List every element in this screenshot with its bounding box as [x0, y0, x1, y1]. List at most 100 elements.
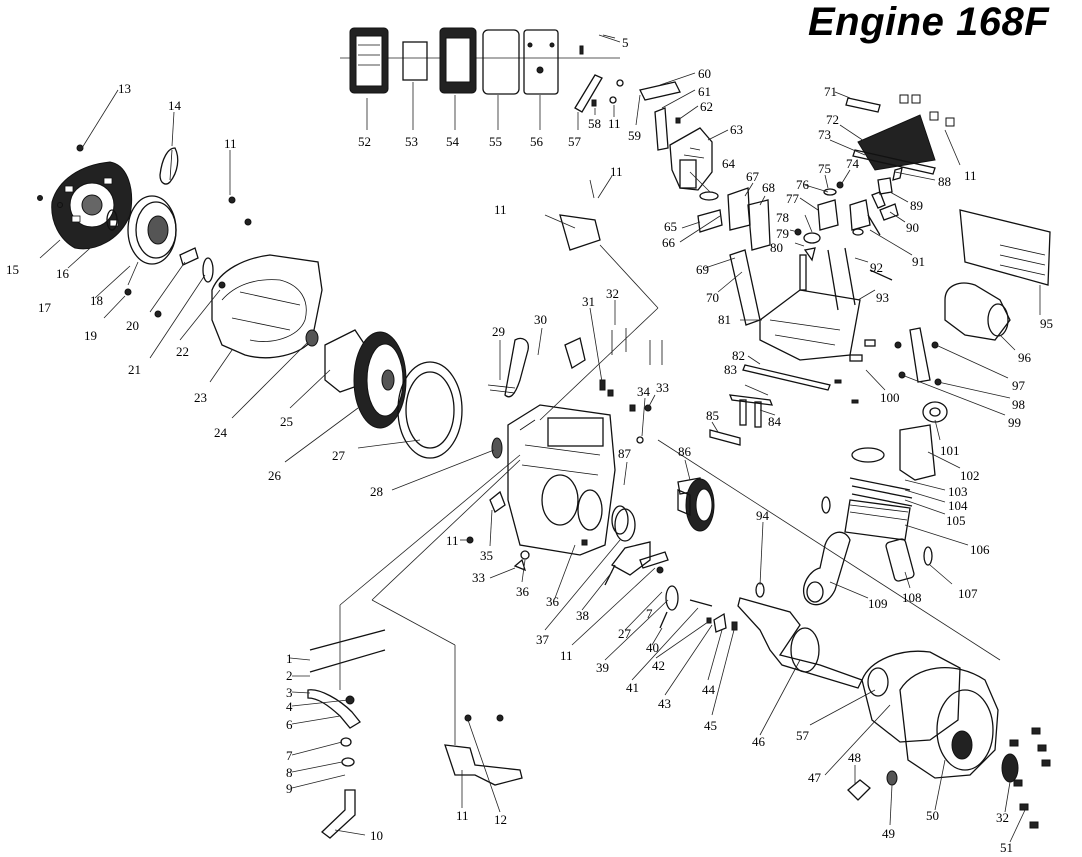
- recoil-starter-group: [37, 144, 252, 318]
- callout-label: 58: [588, 116, 601, 131]
- connecting-rod-part: [803, 531, 851, 606]
- callout-label: 70: [706, 290, 719, 305]
- callout-label: 37: [536, 632, 550, 647]
- callout-label: 77: [786, 191, 800, 206]
- callout-label: 16: [56, 266, 70, 281]
- callout-label: 67: [746, 169, 760, 184]
- crankcase-cover-gasket-part: [861, 650, 961, 743]
- callout-label: 105: [946, 513, 966, 528]
- callout-label: 91: [912, 254, 925, 269]
- callout-label: 17: [38, 300, 52, 315]
- callout-label: 11: [560, 648, 573, 663]
- callout-label: 12: [494, 812, 507, 827]
- governor-group: [604, 508, 738, 633]
- callout-label: 39: [596, 660, 609, 675]
- callout-label: 69: [696, 262, 709, 277]
- callout-label: 49: [882, 826, 895, 841]
- callout-label: 84: [768, 414, 782, 429]
- callout-label: 80: [770, 240, 783, 255]
- callout-label: 20: [126, 318, 139, 333]
- callout-label: 94: [756, 508, 770, 523]
- callout-label: 47: [808, 770, 822, 785]
- callout-label: 31: [582, 294, 595, 309]
- callout-label: 6: [286, 717, 293, 732]
- filter-element-part: [402, 41, 428, 81]
- callout-label: 11: [224, 136, 237, 151]
- cylinder-head-group: [559, 94, 1051, 481]
- callout-labels: 1 2 3 4 5 6 7 8 9 10 11 12 13 14 15 16 1…: [6, 35, 1053, 855]
- cylinder-head-part: [759, 289, 861, 361]
- callout-label: 83: [724, 362, 737, 377]
- crankcase-group: [466, 328, 663, 572]
- callout-label: 36: [516, 584, 530, 599]
- callout-label: 100: [880, 390, 900, 405]
- throttle-control-group: [307, 629, 523, 839]
- callout-label: 27: [332, 448, 346, 463]
- callout-label: 11: [964, 168, 977, 183]
- callout-label: 75: [818, 161, 831, 176]
- callout-label: 87: [618, 446, 632, 461]
- callout-label: 95: [1040, 316, 1053, 331]
- callout-label: 32: [606, 286, 619, 301]
- callout-label: 44: [702, 682, 716, 697]
- callout-label: 50: [926, 808, 939, 823]
- callout-label: 42: [652, 658, 665, 673]
- callout-label: 107: [958, 586, 978, 601]
- gasket-part: [482, 29, 520, 95]
- callout-label: 106: [970, 542, 990, 557]
- callout-label: 79: [776, 226, 789, 241]
- callout-label: 63: [730, 122, 743, 137]
- air-filter-group: [340, 27, 620, 95]
- fan-housing-part: [211, 254, 323, 359]
- callout-label: 11: [494, 202, 507, 217]
- callout-label: 28: [370, 484, 383, 499]
- callout-label: 103: [948, 484, 968, 499]
- callout-label: 32: [996, 810, 1009, 825]
- callout-label: 99: [1008, 415, 1021, 430]
- callout-label: 9: [286, 781, 293, 796]
- callout-label: 43: [658, 696, 671, 711]
- callout-label: 24: [214, 425, 228, 440]
- crankcase-cover-part: [899, 667, 999, 779]
- callout-label: 45: [704, 718, 717, 733]
- callout-label: 13: [118, 81, 131, 96]
- callout-label: 92: [870, 260, 883, 275]
- callout-label: 41: [626, 680, 639, 695]
- callout-label: 64: [722, 156, 736, 171]
- rocker-cover-part: [857, 114, 936, 171]
- callout-label: 27: [618, 626, 632, 641]
- callout-label: 59: [628, 128, 641, 143]
- callout-label: 66: [662, 235, 676, 250]
- callout-label: 38: [576, 608, 589, 623]
- callout-label: 72: [826, 112, 839, 127]
- callout-label: 11: [608, 116, 621, 131]
- callout-label: 93: [876, 290, 889, 305]
- callout-label: 90: [906, 220, 919, 235]
- callout-label: 26: [268, 468, 282, 483]
- callout-label: 4: [286, 699, 293, 714]
- callout-label: 96: [1018, 350, 1032, 365]
- callout-label: 98: [1012, 397, 1025, 412]
- callout-label: 7: [286, 748, 293, 763]
- magneto-ring-part: [397, 361, 463, 459]
- callout-label: 109: [868, 596, 888, 611]
- callout-label: 55: [489, 134, 502, 149]
- callout-label: 82: [732, 348, 745, 363]
- callout-label: 65: [664, 219, 677, 234]
- callout-label: 3: [286, 685, 293, 700]
- callout-label: 76: [796, 177, 810, 192]
- callout-label: 23: [194, 390, 207, 405]
- callout-label: 71: [824, 84, 837, 99]
- callout-label: 30: [534, 312, 547, 327]
- callout-label: 86: [678, 444, 692, 459]
- callout-label: 46: [752, 734, 766, 749]
- callout-label: 51: [1000, 840, 1013, 855]
- muffler-part: [944, 282, 1011, 341]
- callout-label: 68: [762, 180, 775, 195]
- callout-label: 34: [637, 384, 651, 399]
- callout-label: 33: [656, 380, 669, 395]
- callout-label: 21: [128, 362, 141, 377]
- leader-lines: [39, 34, 1041, 843]
- filter-base-part: [523, 29, 559, 95]
